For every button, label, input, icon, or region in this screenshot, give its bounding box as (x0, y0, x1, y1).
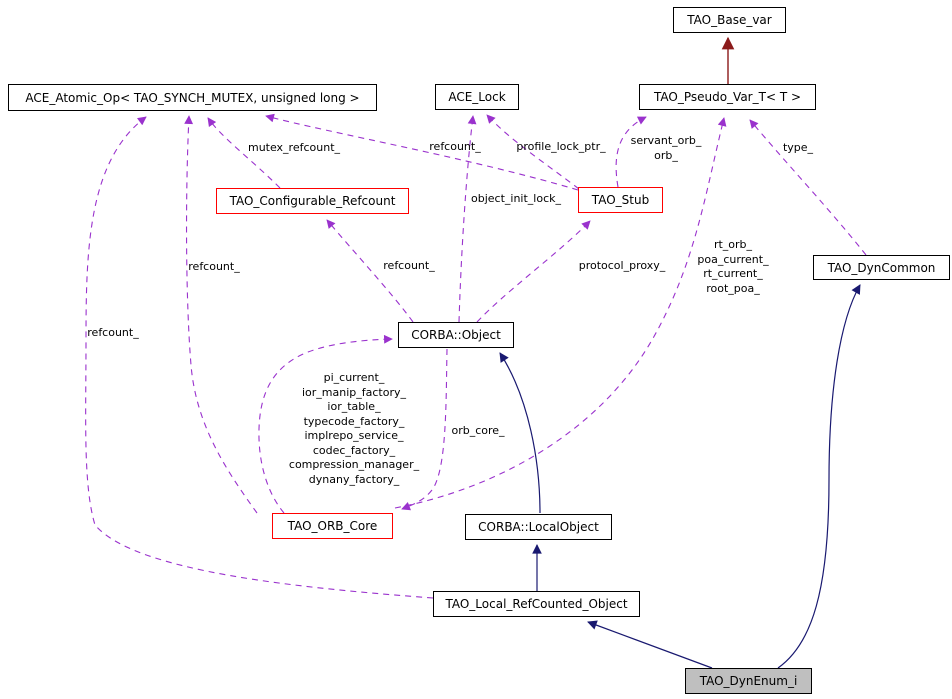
edge-inheritance-localobject-object (499, 352, 541, 514)
node-tao-local-refcounted-object[interactable]: TAO_Local_RefCounted_Object (433, 591, 640, 617)
edge-configrefcount-atomicop-mutex-refcount (207, 117, 281, 189)
node-ace-lock[interactable]: ACE_Lock (435, 84, 519, 110)
node-tao-dyncommon[interactable]: TAO_DynCommon (813, 255, 950, 280)
edge-object-stub-protocol-proxy (476, 220, 591, 323)
edge-stub-atomicop-refcount (265, 113, 579, 191)
edge-object-configrefcount-refcount (326, 219, 414, 323)
node-corba-object[interactable]: CORBA::Object (398, 322, 514, 348)
edge-inheritance-dynenum-localrefcounted (587, 620, 713, 669)
edge-stub-acelock-profile-lock (486, 114, 580, 190)
edge-inheritance-dynenum-dyncommon (777, 284, 861, 669)
edge-dyncommon-pseudovar-type (749, 119, 867, 256)
edge-stub-pseudovar-servant-orb (615, 116, 647, 188)
edge-localrefcounted-atomicop-refcount (85, 116, 434, 599)
node-ace-atomic-op[interactable]: ACE_Atomic_Op< TAO_SYNCH_MUTEX, unsigned… (8, 84, 377, 111)
node-corba-localobject[interactable]: CORBA::LocalObject (465, 514, 612, 540)
edge-orbcore-pseudovar-rt-orb (394, 117, 727, 509)
edge-object-acelock-object-init-lock (458, 115, 477, 323)
node-tao-base-var[interactable]: TAO_Base_var (673, 7, 786, 33)
node-tao-configurable-refcount[interactable]: TAO_Configurable_Refcount (216, 188, 409, 214)
edge-orbcore-atomicop-refcount (184, 115, 258, 514)
edge-orbcore-object-factories (258, 334, 393, 514)
edge-object-orbcore-orb-core (401, 348, 448, 511)
node-tao-pseudo-var-t[interactable]: TAO_Pseudo_Var_T< T > (639, 84, 816, 110)
node-tao-dynenum-i[interactable]: TAO_DynEnum_i (685, 668, 812, 694)
node-tao-orb-core[interactable]: TAO_ORB_Core (272, 513, 393, 539)
node-tao-stub[interactable]: TAO_Stub (578, 187, 663, 213)
